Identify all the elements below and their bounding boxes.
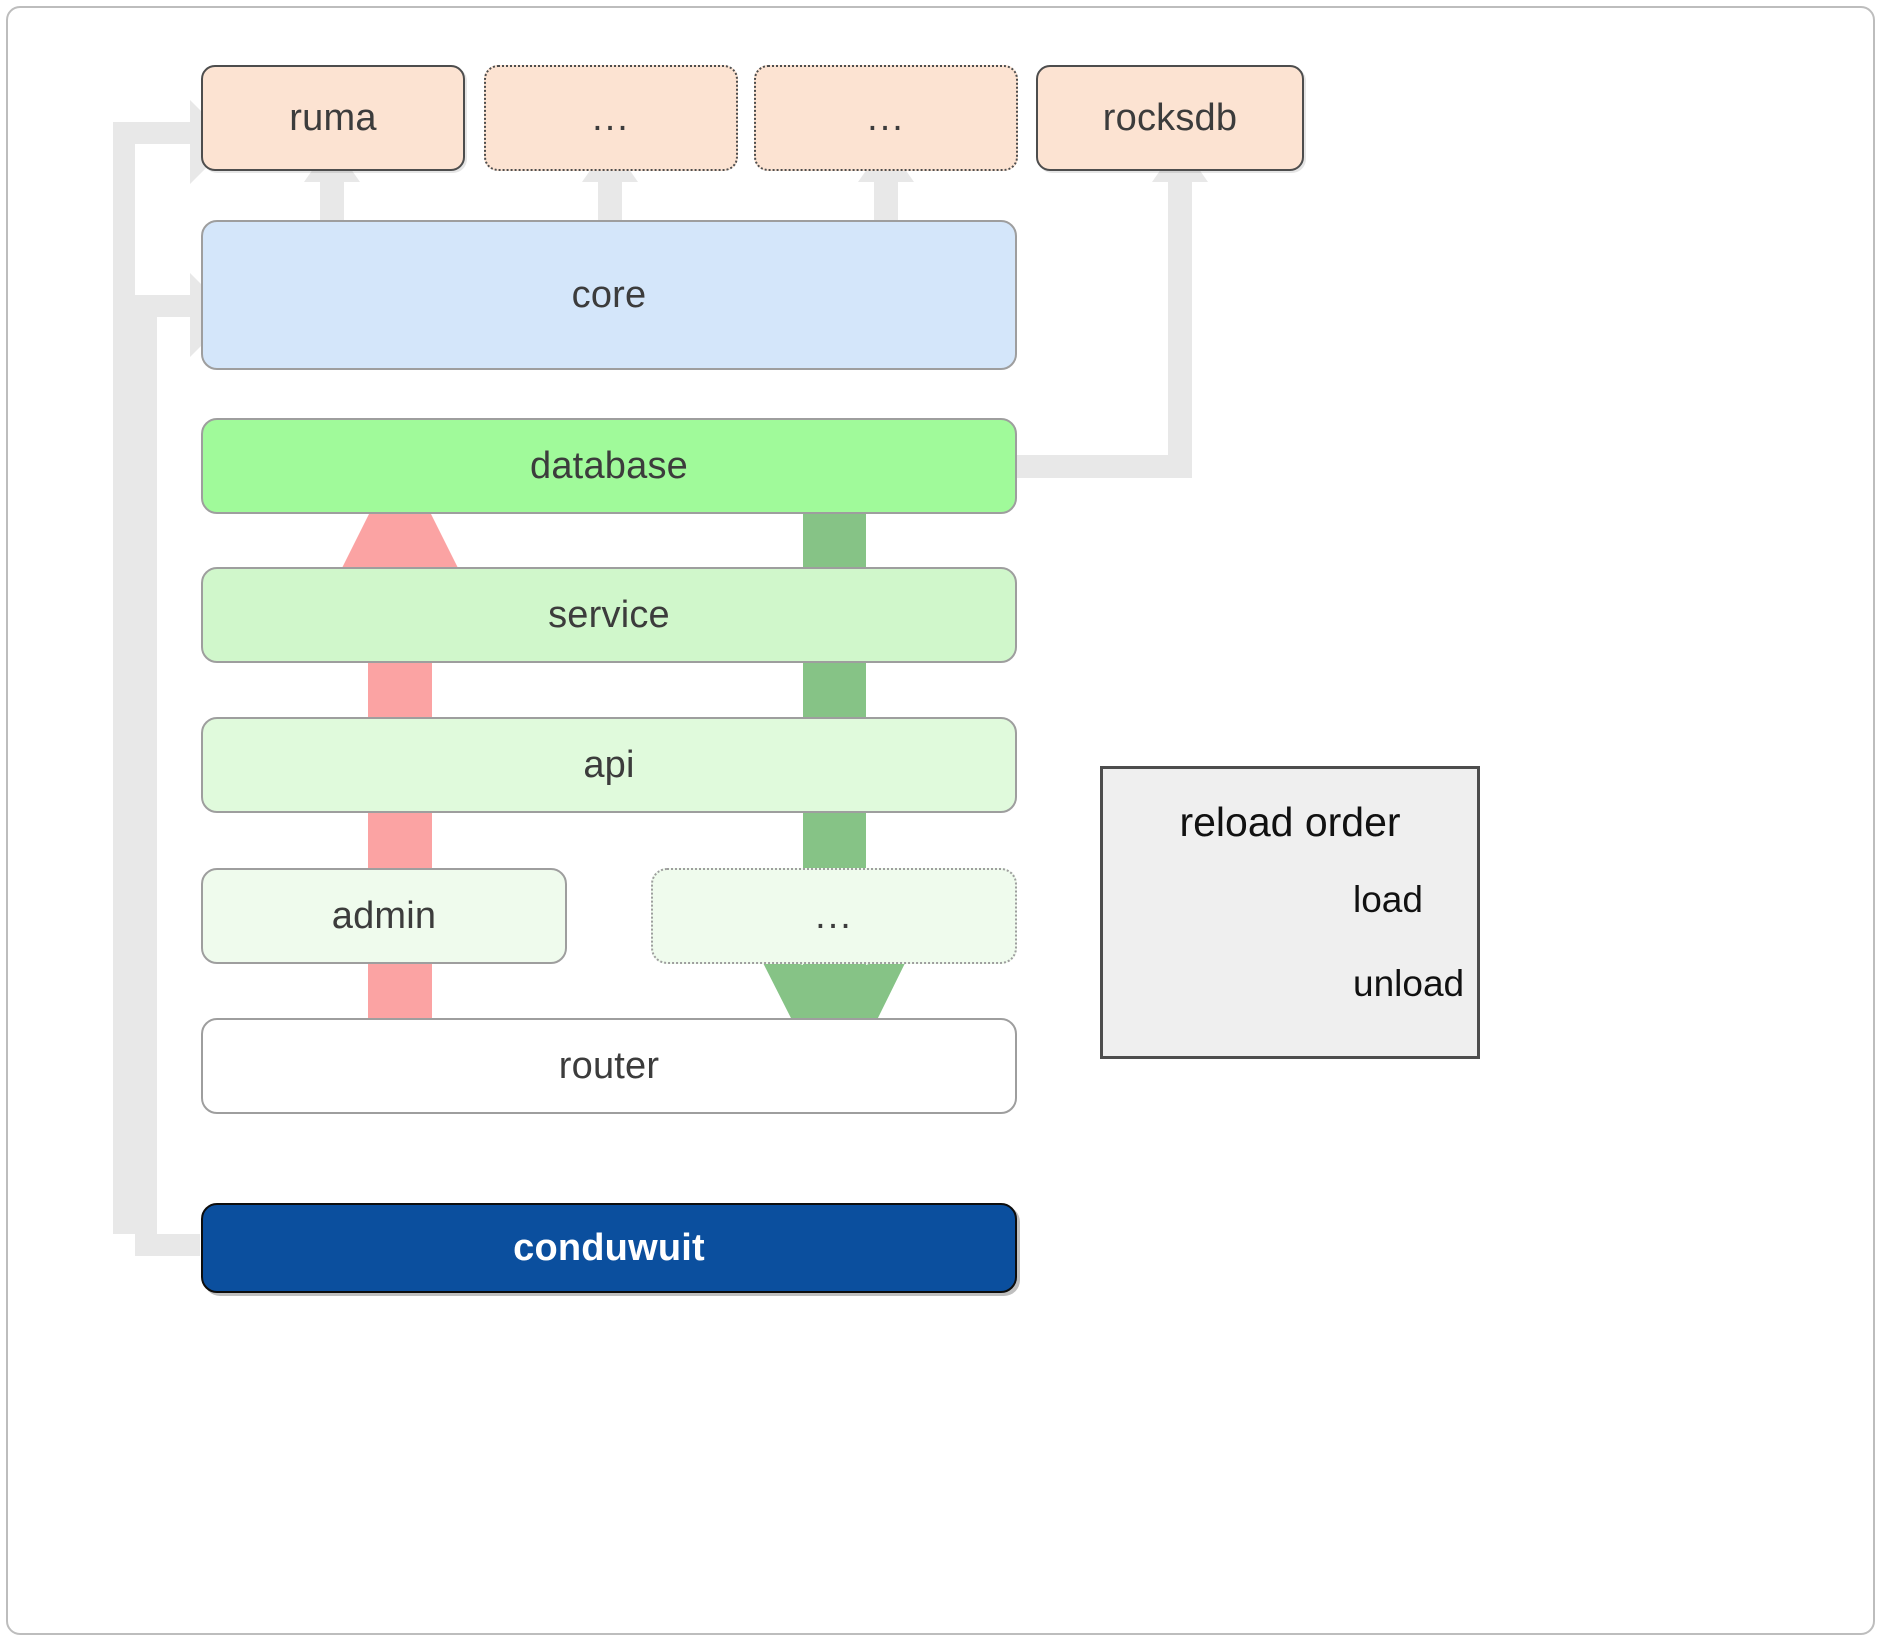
layer-node-core-label: core xyxy=(571,273,647,316)
layer-node-service[interactable]: service xyxy=(201,567,1017,663)
app-node-conduwuit[interactable]: conduwuit xyxy=(201,1203,1017,1293)
layer-node-extra-label: ... xyxy=(815,894,853,937)
layer-node-router[interactable]: router xyxy=(201,1018,1017,1114)
dep-node-3[interactable]: ... xyxy=(754,65,1018,171)
dep-node-2-label: ... xyxy=(592,96,630,139)
layer-node-admin[interactable]: admin xyxy=(201,868,567,964)
layer-node-admin-label: admin xyxy=(331,894,437,937)
diagram-frame xyxy=(6,6,1875,1635)
dep-node-ruma[interactable]: ruma xyxy=(201,65,465,171)
app-node-conduwuit-label: conduwuit xyxy=(513,1226,705,1269)
dep-node-3-label: ... xyxy=(867,96,905,139)
dep-node-ruma-label: ruma xyxy=(289,96,377,139)
layer-node-database-label: database xyxy=(530,444,688,487)
layer-node-api[interactable]: api xyxy=(201,717,1017,813)
layer-node-database[interactable]: database xyxy=(201,418,1017,514)
layer-node-core[interactable]: core xyxy=(201,220,1017,370)
dep-node-rocksdb-label: rocksdb xyxy=(1102,96,1238,139)
layer-node-extra[interactable]: ... xyxy=(651,868,1017,964)
legend-title: reload order xyxy=(1179,799,1401,845)
legend-label-unload: unload xyxy=(1353,963,1465,1004)
layer-node-service-label: service xyxy=(548,593,670,636)
connector-database-to-rocksdb xyxy=(1016,142,1208,478)
dep-node-rocksdb[interactable]: rocksdb xyxy=(1036,65,1304,171)
legend-panel: reload order load unload xyxy=(1100,766,1480,1059)
layer-node-router-label: router xyxy=(558,1044,660,1087)
connector-conduwuit-to-ruma xyxy=(113,100,232,1256)
layer-node-api-label: api xyxy=(583,743,635,786)
dep-node-2[interactable]: ... xyxy=(484,65,738,171)
connector-conduwuit-to-core xyxy=(135,273,232,1256)
legend-label-load: load xyxy=(1353,879,1423,920)
